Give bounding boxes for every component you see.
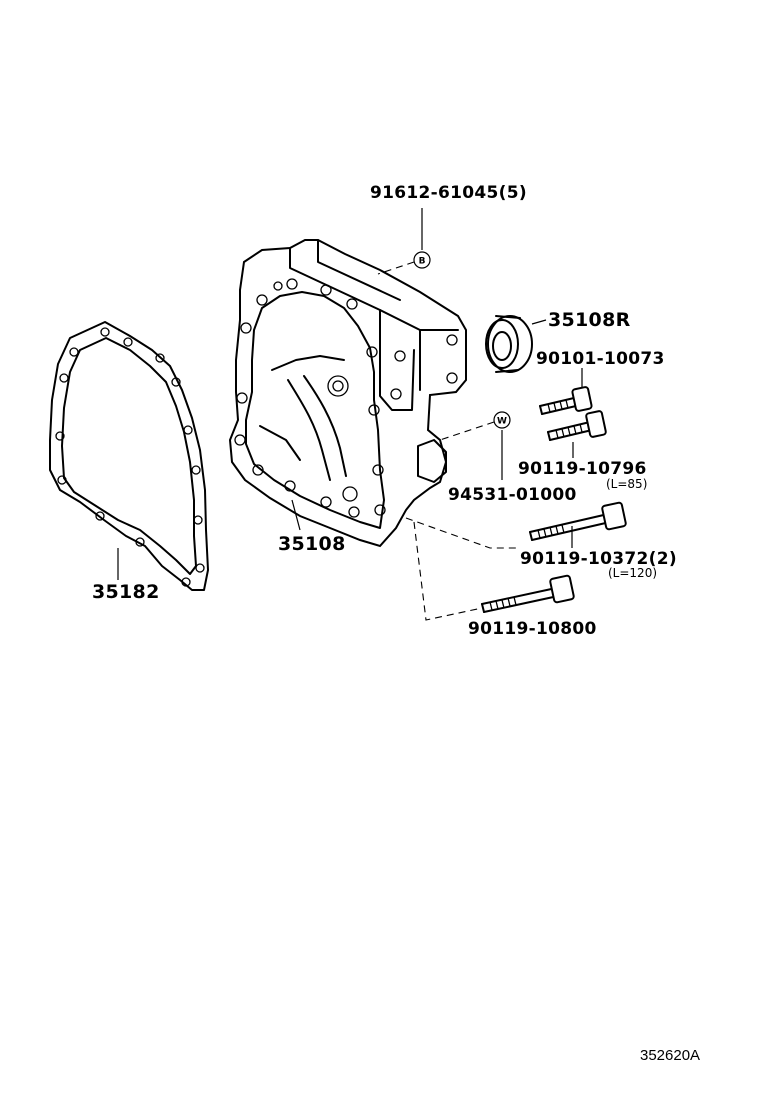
symbol-b-marker: B (413, 251, 431, 269)
label-90101-10073: 90101-10073 (536, 349, 665, 369)
bolt-90101-10073[interactable] (539, 386, 593, 415)
label-94531-01000: 94531-01000 (448, 485, 577, 505)
symbol-w-marker: W (493, 411, 511, 429)
svg-text:B: B (419, 257, 426, 267)
label-90119-10800: 90119-10800 (468, 619, 597, 639)
svg-text:W: W (497, 417, 507, 427)
leader-lines (117, 208, 583, 621)
bolt-90119-10800[interactable] (481, 574, 575, 613)
housing-35108[interactable] (228, 239, 467, 548)
label-90119-10796: 90119-10796 (518, 459, 647, 479)
label-35108: 35108 (278, 533, 346, 555)
label-35182: 35182 (92, 581, 160, 603)
note-l85: (L=85) (606, 477, 647, 491)
bolt-90119-10796[interactable] (547, 410, 607, 441)
oil-seal-35108r[interactable] (485, 315, 533, 373)
gasket-35182[interactable] (49, 321, 209, 591)
reference-code: 352620A (640, 1047, 700, 1064)
svg-text:91612-61045(5): 91612-61045(5) (370, 183, 527, 203)
label-35108r: 35108R (548, 309, 631, 331)
bolt-90119-10372[interactable] (529, 501, 627, 541)
svg-text:90119-10372(2): 90119-10372(2) (520, 549, 677, 569)
label-90119-10372: 90119-10372(2) (520, 549, 677, 569)
label-91612-61045: 91612-61045(5) (370, 183, 527, 203)
note-l120: (L=120) (608, 566, 657, 580)
